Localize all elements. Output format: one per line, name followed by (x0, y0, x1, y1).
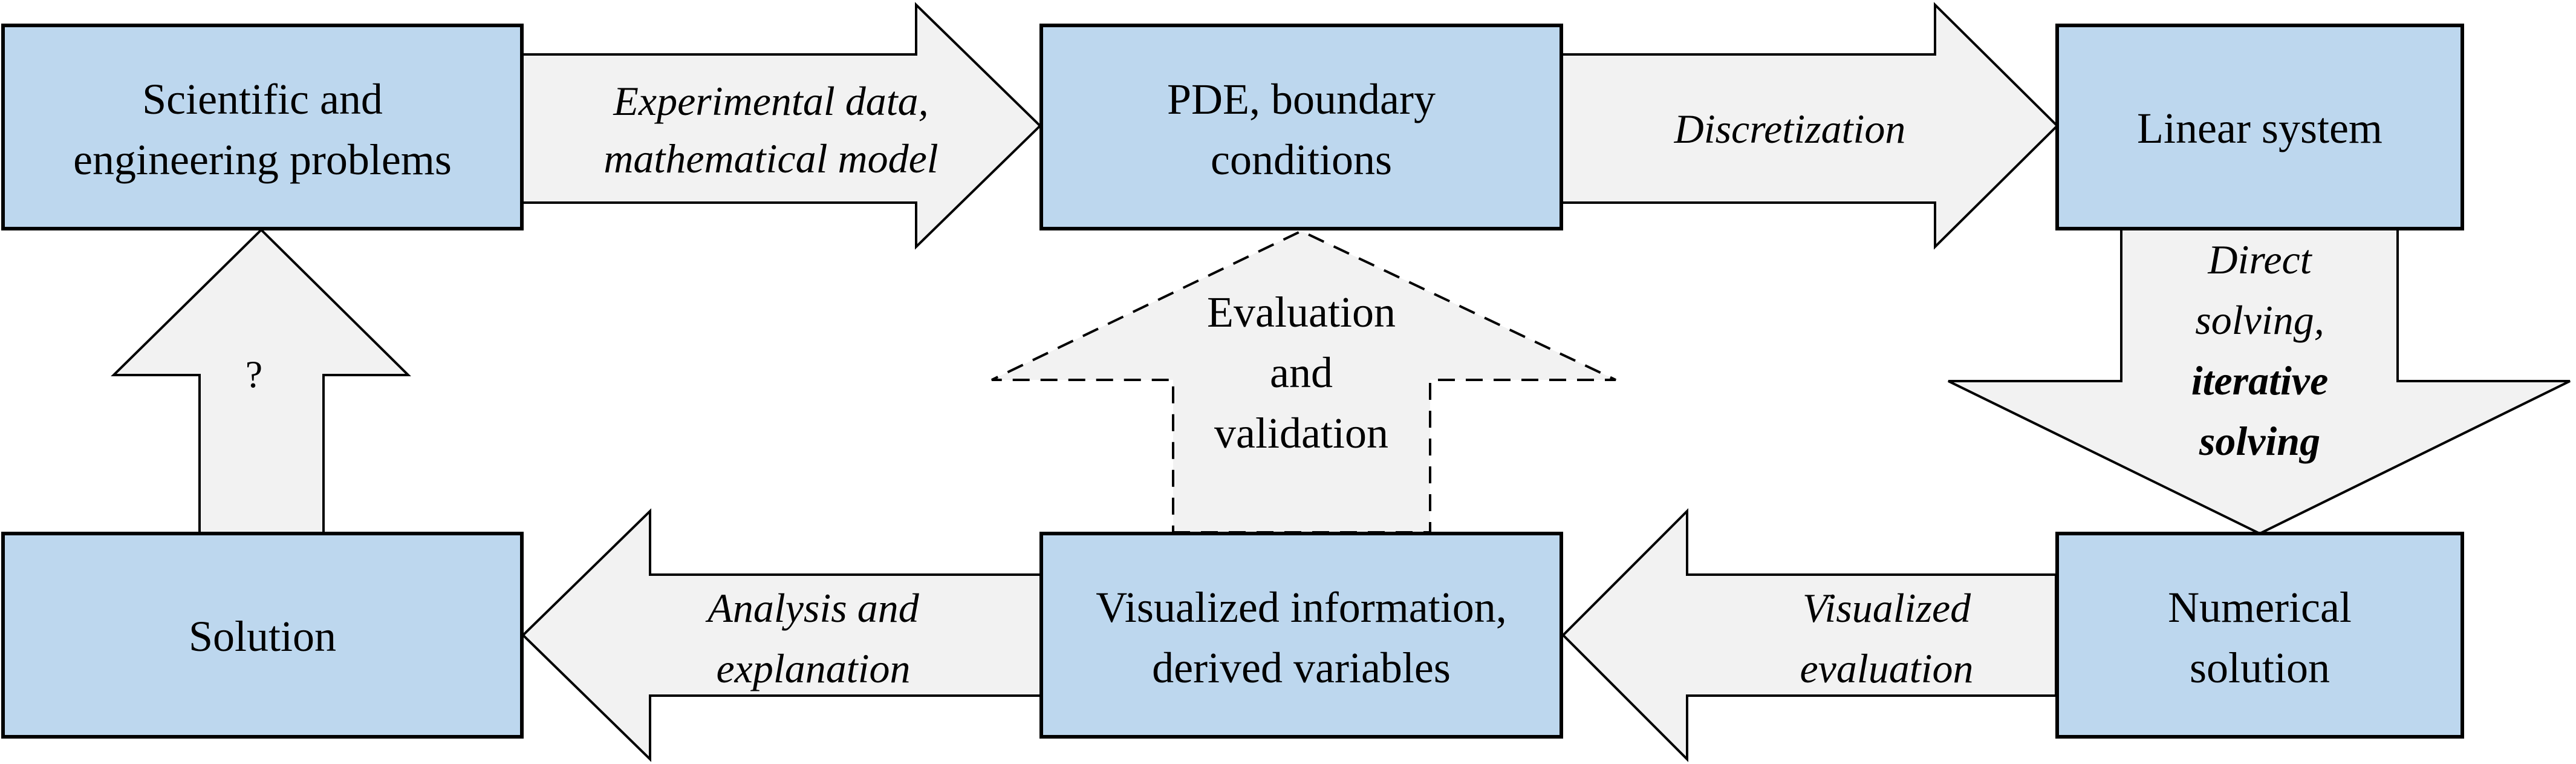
arrow-visualized-evaluation (1561, 508, 2057, 762)
arrow3-line2: solving, (2195, 297, 2324, 343)
arrow3-line3: iterative (2191, 358, 2329, 403)
box-scientific-line1: Scientific and (142, 75, 383, 123)
box-solution-line1: Solution (189, 612, 336, 661)
box-scientific-line2: engineering problems (73, 135, 452, 184)
box-numerical-solution (2055, 532, 2464, 739)
arrow5-line1: Analysis and (705, 585, 919, 631)
box-solution (1, 532, 524, 739)
arrow3-line4: solving (2199, 418, 2320, 464)
arrow1-line1: Experimental data, (613, 78, 928, 124)
arrow4-line1: Visualized (1803, 585, 1971, 631)
arrow6-question: ? (246, 353, 262, 396)
arrow-solving (1948, 227, 2571, 535)
box-pde-boundary (1039, 24, 1563, 230)
box-pde-line2: conditions (1211, 135, 1392, 184)
arrow1-line2: mathematical model (603, 135, 938, 181)
box-numerical-line1: Numerical (2168, 583, 2352, 632)
arrow-analysis-explanation (521, 508, 1042, 762)
box-visualized-line2: derived variables (1152, 644, 1451, 692)
box-numerical-line2: solution (2190, 644, 2330, 692)
arrow-experimental-data (520, 2, 1042, 250)
eval-line2: and (1270, 348, 1333, 397)
eval-line1: Evaluation (1207, 288, 1396, 336)
box-scientific-problems (1, 24, 524, 230)
arrow4-line2: evaluation (1800, 645, 1973, 691)
arrow2-line1: Discretization (1674, 106, 1906, 152)
arrow5-line2: explanation (716, 645, 910, 691)
arrow3-line1: Direct (2207, 237, 2312, 282)
arrow-evaluation-validation (991, 229, 1616, 534)
box-linear-line1: Linear system (2137, 104, 2382, 152)
arrow-discretization (1560, 2, 2059, 250)
box-visualized-line1: Visualized information, (1096, 583, 1507, 632)
arrow-question (111, 228, 411, 535)
eval-line3: validation (1214, 409, 1388, 457)
box-pde-line1: PDE, boundary (1167, 75, 1436, 123)
box-linear-system (2055, 24, 2464, 230)
box-visualized-information (1039, 532, 1563, 739)
